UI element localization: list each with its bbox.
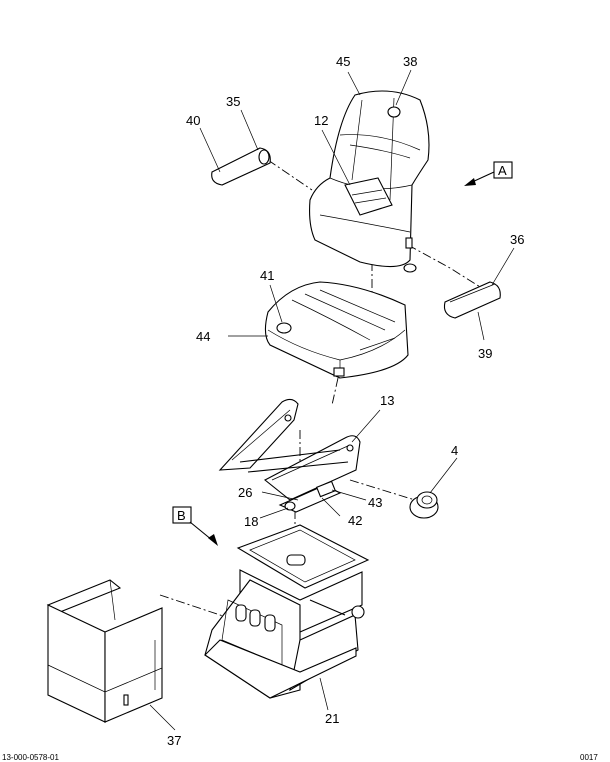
seat-back bbox=[309, 90, 430, 273]
seat-frame bbox=[218, 398, 361, 501]
footer-left-code: 13-000-0578-01 bbox=[2, 753, 59, 762]
callout-36: 36 bbox=[510, 232, 524, 247]
callout-45: 45 bbox=[336, 54, 350, 69]
callout-4: 4 bbox=[451, 443, 458, 458]
footer-right-code: 0017 bbox=[580, 753, 598, 762]
callout-21: 21 bbox=[325, 711, 339, 726]
callout-38: 38 bbox=[403, 54, 417, 69]
seat-cushion bbox=[264, 281, 409, 379]
armrest-right bbox=[443, 281, 501, 319]
callout-40: 40 bbox=[186, 113, 200, 128]
leader-lines bbox=[149, 69, 515, 731]
callout-43: 43 bbox=[368, 495, 382, 510]
storage-box bbox=[46, 579, 163, 723]
slide-rail bbox=[278, 480, 342, 513]
callout-35: 35 bbox=[226, 94, 240, 109]
callout-13: 13 bbox=[380, 393, 394, 408]
suspension-base bbox=[204, 524, 370, 699]
callout-42: 42 bbox=[348, 513, 362, 528]
armrest-left bbox=[211, 147, 271, 186]
callout-18: 18 bbox=[244, 514, 258, 529]
callout-39: 39 bbox=[478, 346, 492, 361]
callout-41: 41 bbox=[260, 268, 274, 283]
callout-26: 26 bbox=[238, 485, 252, 500]
adjust-knob bbox=[409, 491, 439, 519]
callout-37: 37 bbox=[167, 733, 181, 748]
view-label-a-text: A bbox=[498, 163, 507, 178]
callout-labels: 45 38 35 40 12 36 39 41 44 13 4 26 43 18… bbox=[167, 54, 524, 748]
callout-12: 12 bbox=[314, 113, 328, 128]
view-label-b-text: B bbox=[177, 508, 186, 523]
view-label-a: A bbox=[464, 161, 513, 186]
view-label-b: B bbox=[172, 506, 218, 546]
callout-44: 44 bbox=[196, 329, 210, 344]
